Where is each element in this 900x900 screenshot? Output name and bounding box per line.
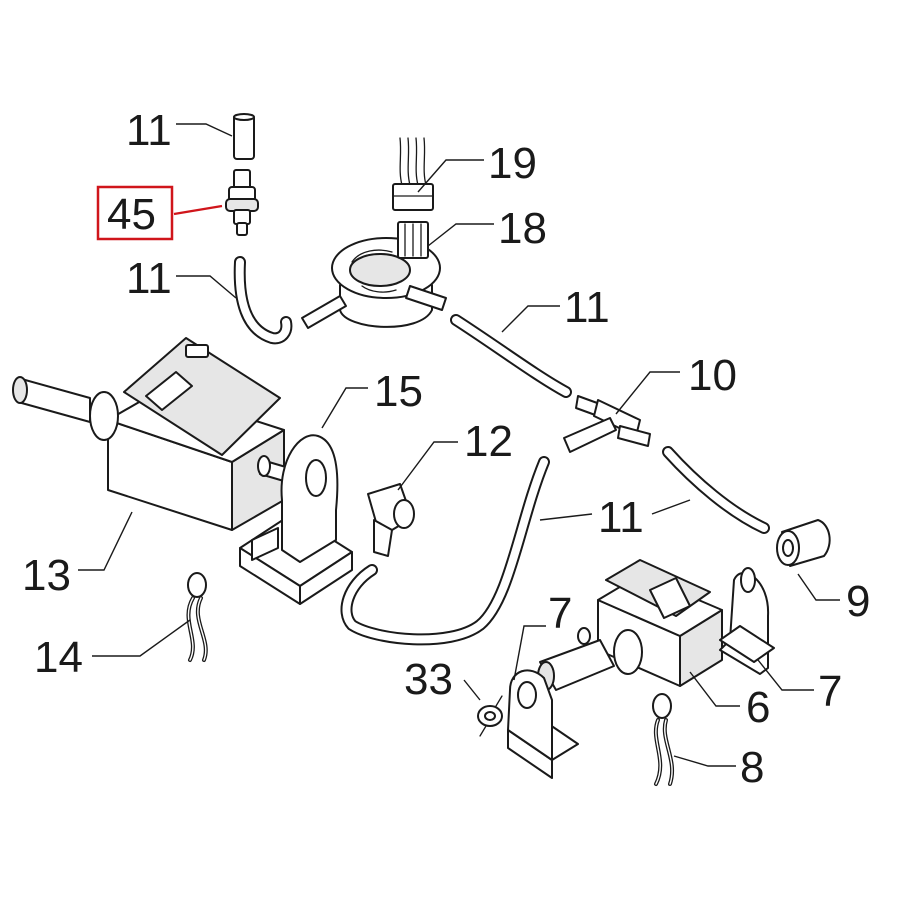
label-part-7: 7	[548, 589, 572, 638]
hose-part-11-right	[662, 446, 770, 534]
clip-part-33	[477, 695, 503, 737]
wire-part-8	[652, 693, 675, 786]
label-part-13: 13	[22, 551, 71, 600]
label-part-14: 14	[34, 633, 83, 682]
label-part-11: 11	[126, 106, 172, 155]
connector-part-19	[392, 137, 434, 211]
elbow-part-12	[367, 483, 415, 557]
label-part-9: 9	[846, 577, 870, 626]
bracket-part-15	[239, 434, 353, 605]
label-part-33: 33	[404, 655, 453, 704]
callout-labels: 11 45 11 19 18 11 10 15 12 11 13 9 7 14 …	[22, 106, 870, 792]
bracket-part-7-right	[719, 567, 775, 675]
label-part-18: 18	[498, 204, 547, 253]
valve-part-45	[225, 169, 259, 236]
label-part-6: 6	[746, 683, 770, 732]
label-part-15: 15	[374, 367, 423, 416]
sleeve-part-9	[776, 519, 831, 567]
leader-lines	[78, 123, 840, 767]
label-part-45: 45	[107, 190, 156, 239]
wire-part-14	[186, 572, 208, 662]
label-part-19: 19	[488, 139, 537, 188]
label-part-11: 11	[564, 283, 610, 332]
label-part-10: 10	[688, 351, 737, 400]
label-part-8: 8	[740, 743, 764, 792]
pump-part-6	[537, 559, 723, 691]
bracket-part-7-left	[507, 669, 579, 779]
label-part-7: 7	[818, 667, 842, 716]
label-part-11: 11	[598, 493, 644, 542]
sleeve-part-11-top	[233, 113, 255, 160]
tee-fitting-part-10	[563, 395, 651, 453]
flowmeter-part-18	[301, 221, 447, 329]
highlight-leader-line	[173, 204, 223, 216]
hose-part-11-upper-right	[450, 314, 572, 398]
label-part-12: 12	[464, 417, 513, 466]
label-part-11: 11	[126, 254, 172, 303]
hose-part-11-long	[340, 456, 550, 646]
highlight-box-part-45	[96, 185, 174, 241]
pump-part-13	[12, 337, 297, 531]
hose-part-11-left	[233, 256, 293, 345]
